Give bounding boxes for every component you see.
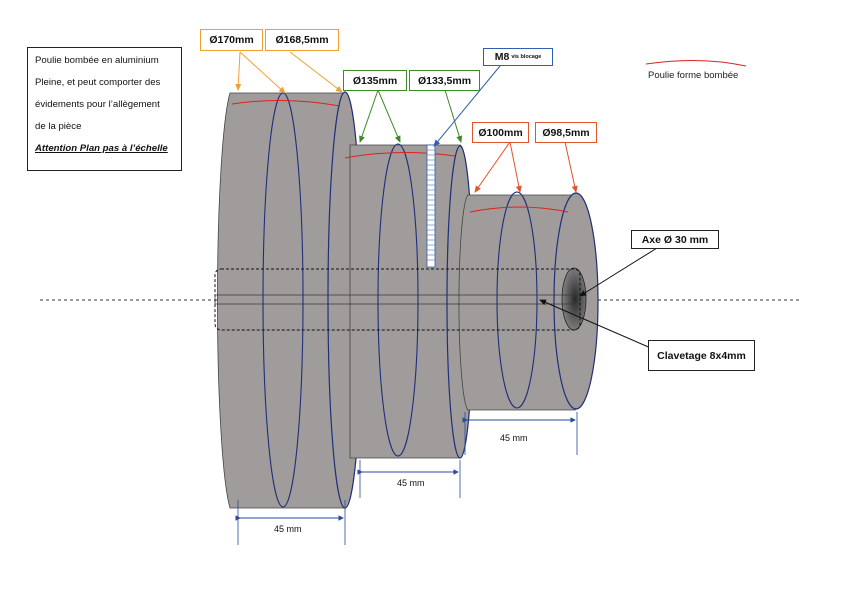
label-m8-sub: vis blocage xyxy=(511,54,542,60)
label-d133: Ø133,5mm xyxy=(409,70,480,91)
dimension-medium xyxy=(357,460,461,498)
keyway xyxy=(214,294,574,305)
label-d135: Ø135mm xyxy=(343,70,407,91)
note-line-1: Poulie bombée en aluminium xyxy=(35,55,159,66)
label-d100: Ø100mm xyxy=(472,122,529,143)
note-line-2: Pleine, et peut comporter des xyxy=(35,77,161,88)
label-d170: Ø170mm xyxy=(200,29,263,51)
dimension-small xyxy=(462,412,578,455)
label-d98: Ø98,5mm xyxy=(535,122,597,143)
bore-hole xyxy=(561,267,587,331)
notes-box: Poulie bombée en aluminium Pleine, et pe… xyxy=(27,47,182,171)
label-m8-main: M8 xyxy=(494,51,510,63)
label-clavetage: Clavetage 8x4mm xyxy=(648,340,755,371)
pulley-medium xyxy=(344,143,474,459)
medium-edge-ring xyxy=(377,143,419,457)
dimension-small-text: 45 mm xyxy=(500,433,528,443)
dimension-large-text: 45 mm xyxy=(274,524,302,534)
note-warning: Attention Plan pas à l’échelle xyxy=(35,143,168,154)
note-line-3: évidements pour l’allègement xyxy=(35,99,160,110)
pulley-small xyxy=(458,191,599,411)
note-line-4: de la pièce xyxy=(35,121,82,132)
label-d168: Ø168,5mm xyxy=(265,29,339,51)
small-crown-arc xyxy=(469,206,569,213)
m8-set-screw xyxy=(426,144,436,268)
label-axe: Axe Ø 30 mm xyxy=(631,230,719,249)
dimension-large xyxy=(235,500,346,545)
dimension-medium-text: 45 mm xyxy=(397,478,425,488)
pulley-large xyxy=(217,91,363,509)
large-crown-arc xyxy=(231,99,341,107)
legend-crown-sample xyxy=(645,59,747,67)
legend-text: Poulie forme bombée xyxy=(648,70,739,81)
medium-crown-arc xyxy=(344,151,456,159)
